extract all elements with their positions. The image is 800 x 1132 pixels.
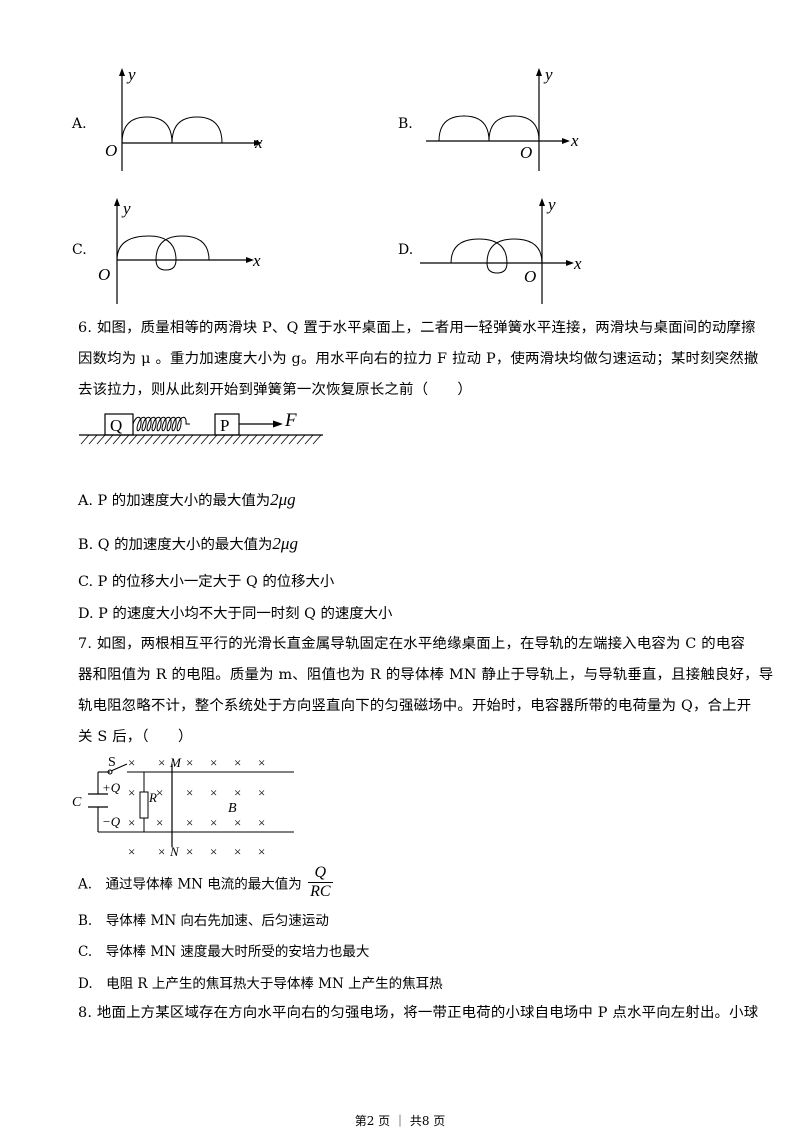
q7-option-b: B. 导体棒 MN 向右先加速、后匀速运动 [78, 913, 329, 929]
q5-option-a: A. y x O [72, 65, 272, 176]
svg-text:×: × [258, 755, 265, 770]
q6-line-3: 去该拉力，则从此刻开始到弹簧第一次恢复原长之前（ ） [78, 382, 472, 398]
q6-option-d: D. P 的速度大小均不大于同一时刻 Q 的速度大小 [78, 606, 393, 622]
question-8-stem: 8. 地面上方某区域存在方向水平向右的匀强电场，将一带正电荷的小球自电场中 P … [78, 1003, 759, 1023]
svg-text:×: × [210, 785, 217, 800]
q7-option-a-fraction: Q RC [308, 864, 333, 901]
q7-option-a-text: A. 通过导体棒 MN 电流的最大值为 [78, 876, 302, 893]
svg-text:×: × [186, 844, 193, 859]
q6-option-a-math: 2μg [270, 490, 296, 509]
q7-option-d: D. 电阻 R 上产生的焦耳热大于导体棒 MN 上产生的焦耳热 [78, 976, 443, 992]
q6-force-arrow [273, 420, 283, 428]
q7-plus-q-label: +Q [102, 780, 121, 795]
svg-text:×: × [128, 844, 135, 859]
q5-c-origin: O [98, 265, 110, 284]
q6-option-b-text: B. Q 的加速度大小的最大值为 [78, 537, 273, 553]
q7-field-label: B [228, 801, 237, 816]
svg-text:×: × [128, 755, 135, 770]
svg-text:×: × [234, 785, 241, 800]
q5-a-y-label: y [126, 65, 136, 84]
q7-line-3: 轨电阻忽略不计，整个系统处于方向竖直向下的匀强磁场中。开始时，电容器所带的电荷量… [78, 698, 752, 714]
svg-text:×: × [158, 844, 165, 859]
q5-option-d-label: D. [398, 242, 414, 258]
q6-ground-hatching [80, 434, 322, 445]
q6-line-2: 因数均为 μ 。重力加速度大小为 g。用水平向右的拉力 F 拉动 P，使两滑块均… [78, 351, 759, 367]
q5-a-origin: O [105, 141, 117, 160]
q7-line-2: 器和阻值为 R 的电阻。质量为 m、阻值也为 R 的导体棒 MN 静止于导轨上，… [78, 667, 774, 683]
q7-circuit-figure: S C +Q −Q R M N × × × × × × × × × × × × … [72, 755, 294, 859]
q6-force-label: F [284, 410, 297, 431]
svg-text:Q: Q [110, 416, 122, 435]
q5-b-x-label: x [570, 131, 579, 150]
q8-line-1: 8. 地面上方某区域存在方向水平向右的匀强电场，将一带正电荷的小球自电场中 P … [78, 1005, 759, 1021]
svg-text:×: × [234, 755, 241, 770]
q5-c-x-label: x [252, 251, 261, 270]
svg-text:×: × [128, 785, 135, 800]
q7-minus-q-label: −Q [102, 814, 121, 829]
question-7-stem: 7. 如图，两根相互平行的光滑长直金属导轨固定在水平绝缘桌面上，在导轨的左端接入… [78, 634, 774, 747]
q6-block-q [104, 413, 134, 436]
q6-line-1: 6. 如图，质量相等的两滑块 P、Q 置于水平桌面上，二者用一轻弹簧水平连接，两… [78, 320, 756, 336]
svg-text:×: × [258, 785, 265, 800]
q6-spring [132, 416, 190, 432]
q7-option-a-numerator: Q [308, 864, 333, 883]
q7-field-crosses: × × × × × × × × × × × × × × × × × × × × … [128, 755, 265, 859]
svg-text:×: × [156, 815, 163, 830]
q5-b-y-label: y [543, 65, 553, 84]
svg-text:×: × [234, 844, 241, 859]
q5-graph-b: y x O [426, 65, 579, 171]
svg-text:×: × [186, 755, 193, 770]
q5-option-c-label: C. [72, 242, 87, 258]
q5-graph-c: y x O [98, 198, 261, 304]
q6-option-a-text: A. P 的加速度大小的最大值为 [78, 493, 271, 509]
q6-option-b: B. Q 的加速度大小的最大值为2μg [78, 533, 298, 554]
svg-text:×: × [156, 785, 163, 800]
q7-rod-m-label: M [169, 755, 182, 770]
q5-d-y-label: y [546, 195, 556, 214]
question-6-stem: 6. 如图，质量相等的两滑块 P、Q 置于水平桌面上，二者用一轻弹簧水平连接，两… [78, 318, 759, 400]
q5-d-x-label: x [573, 254, 582, 273]
svg-text:×: × [234, 815, 241, 830]
page-footer: 第2 页 ｜ 共8 页 [354, 1114, 446, 1128]
q6-figure: Q P F [79, 410, 323, 445]
svg-text:×: × [210, 815, 217, 830]
q7-option-a: A. 通过导体棒 MN 电流的最大值为 Q RC [78, 864, 333, 901]
q5-d-origin: O [524, 267, 536, 286]
svg-text:×: × [210, 755, 217, 770]
q6-option-b-math: 2μg [272, 534, 298, 553]
q7-resistor-label: R [148, 790, 157, 805]
q7-rod-n-label: N [169, 844, 180, 859]
svg-text:×: × [258, 815, 265, 830]
svg-text:×: × [210, 844, 217, 859]
q7-line-4: 关 S 后，（ ） [78, 729, 193, 745]
svg-text:×: × [128, 815, 135, 830]
svg-text:×: × [258, 844, 265, 859]
q5-option-d: D. y x O [398, 195, 598, 308]
q5-graph-a: y x O [105, 65, 263, 171]
q6-option-a: A. P 的加速度大小的最大值为2μg [78, 489, 296, 510]
q7-option-c: C. 导体棒 MN 速度最大时所受的安培力也最大 [78, 944, 370, 960]
q5-option-c: C. y x O [72, 196, 272, 308]
q5-option-b: B. y x O [398, 65, 598, 176]
q7-switch-label: S [108, 755, 116, 770]
q5-option-b-label: B. [398, 116, 413, 132]
svg-text:×: × [186, 815, 193, 830]
q7-resistor [139, 791, 149, 819]
q7-option-a-denominator: RC [310, 883, 331, 900]
svg-text:×: × [158, 755, 165, 770]
q5-b-origin: O [520, 143, 532, 162]
q5-graph-d: y x O [420, 195, 582, 304]
q7-line-1: 7. 如图，两根相互平行的光滑长直金属导轨固定在水平绝缘桌面上，在导轨的左端接入… [78, 636, 746, 652]
q7-switch [110, 763, 128, 772]
q5-option-a-label: A. [72, 116, 87, 132]
q5-c-y-label: y [121, 199, 131, 218]
q7-capacitor-label: C [72, 795, 82, 810]
svg-text:P: P [220, 416, 229, 435]
q5-a-x-label: x [254, 133, 263, 152]
svg-text:×: × [186, 785, 193, 800]
q6-option-c: C. P 的位移大小一定大于 Q 的位移大小 [78, 574, 335, 590]
